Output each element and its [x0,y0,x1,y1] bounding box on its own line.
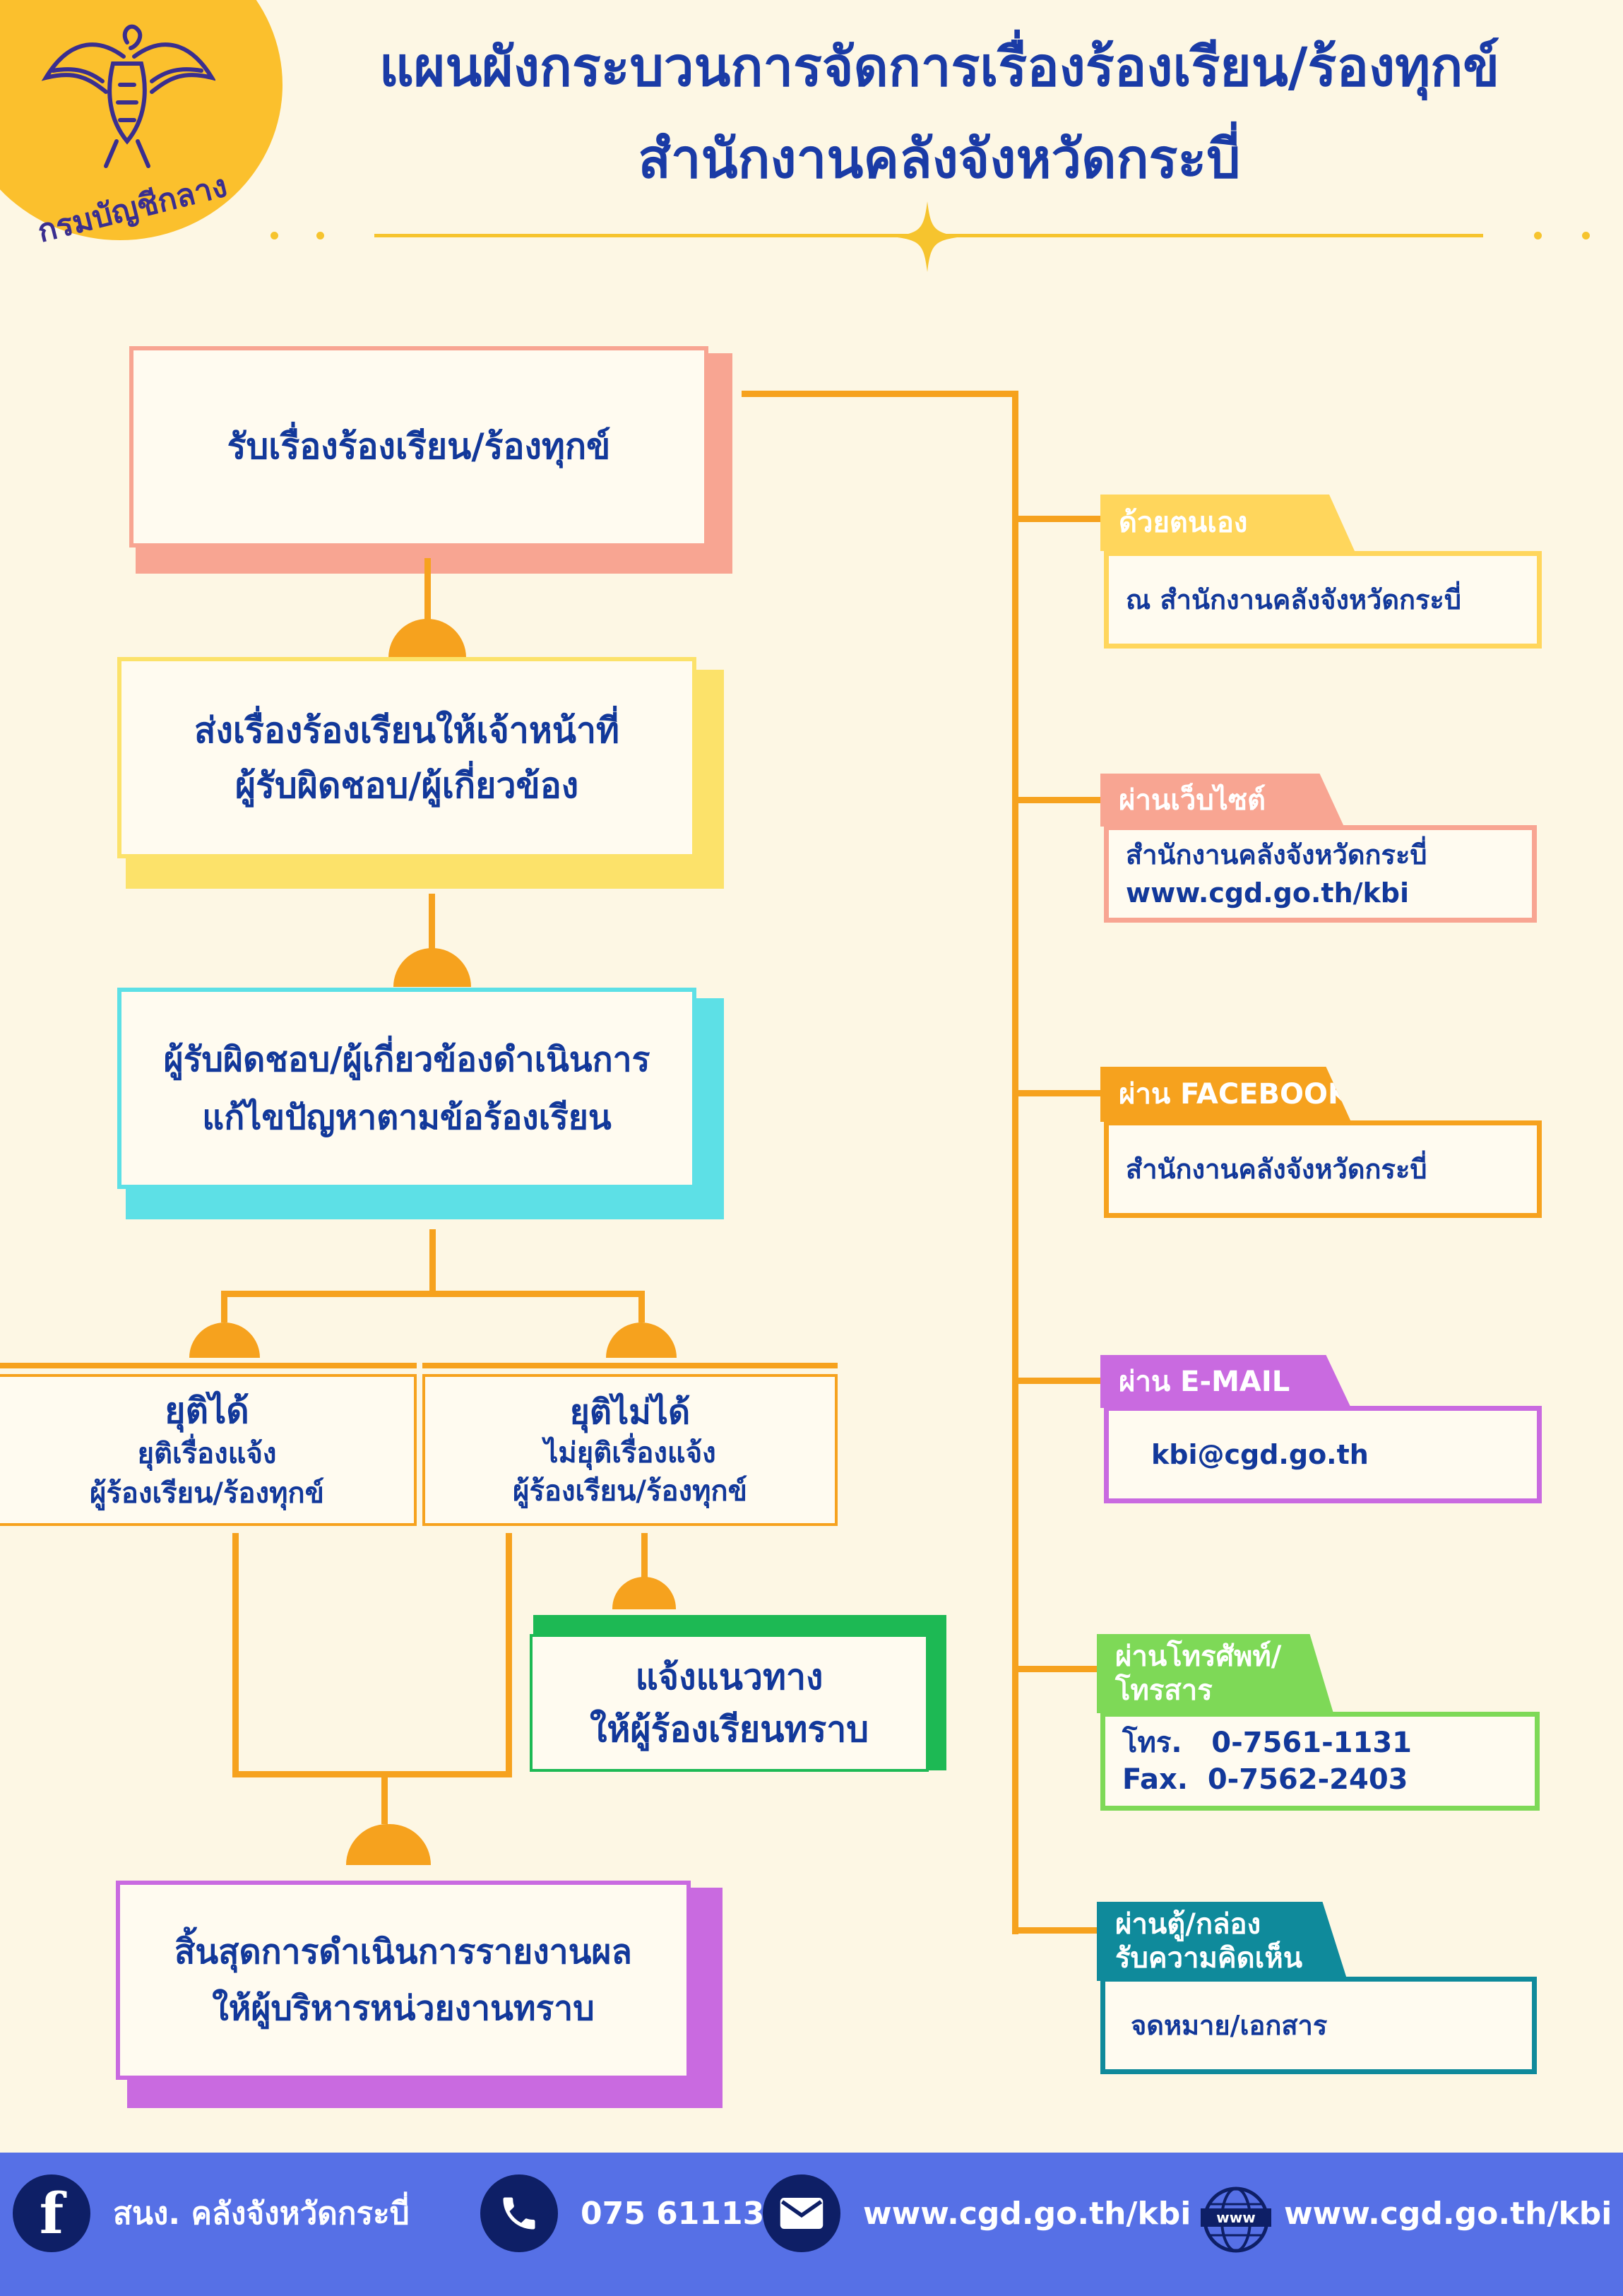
resolved-title: ยุติได้ [165,1390,249,1431]
connector-3-branch [429,1229,436,1296]
step-resolve-line2: แก้ไขปัญหาตามข้อร้องเรียน [202,1097,612,1137]
outcome-unresolved: ยุติไม่ได้ ไม่ยุติเรื่องแจ้ง ผู้ร้องเรีย… [422,1374,838,1526]
channel-facebook-tag-label: ผ่าน FACEBOOK [1119,1078,1350,1111]
connector-dome [388,619,466,658]
channel-website-tag-label: ผ่านเว็บไซต์ [1119,783,1266,817]
channel-website-tag: ผ่านเว็บไซต์ [1100,774,1344,827]
channel-box-tag-line1: ผ่านตู้/กล่อง [1115,1908,1261,1941]
step-guidance: แจ้งแนวทาง ให้ผู้ร้องเรียนทราบ [530,1634,929,1772]
merge-line [232,1771,512,1777]
step-forward-complaint: ส่งเรื่องร้องเรียนให้เจ้าหน้าที่ ผู้รับผ… [117,657,696,858]
page-title: แผนผังกระบวนการจัดการเรื่องร้องเรียน/ร้อ… [379,35,1500,98]
connector-1-2 [424,558,431,629]
channel-phone-line2: Fax. 0-7562-2403 [1122,1763,1408,1796]
sparkle-icon [892,201,963,272]
final-line2: ให้ผู้บริหารหน่วยงานทราบ [212,1989,595,2028]
step-forward-line1: ส่งเรื่องร้องเรียนให้เจ้าหน้าที่ [194,709,620,751]
channel-box-tag-line2: รับความคิดเห็น [1115,1942,1303,1975]
channel-spine [1012,391,1018,1934]
channel-email-box: kbi@cgd.go.th [1104,1406,1542,1503]
divider-dot [270,232,278,239]
resolved-line1: ยุติเรื่องแจ้ง [137,1437,277,1470]
channel-branch [1012,1090,1104,1096]
channel-phone-tag-line2: โทรสาร [1115,1674,1213,1707]
channel-facebook-tag: ผ่าน FACEBOOK [1100,1067,1351,1122]
channel-branch [1012,1378,1104,1384]
footer-web-label[interactable]: www.cgd.go.th/kbi [1284,2196,1612,2232]
connector-dome [393,948,471,987]
connector-dome [606,1322,677,1358]
step-resolve-line1: ผู้รับผิดชอบ/ผู้เกี่ยวข้องดำเนินการ [163,1039,650,1079]
page-subtitle: สำนักงานคลังจังหวัดกระบี่ [638,127,1241,190]
channel-website-box: สำนักงานคลังจังหวัดกระบี่ www.cgd.go.th/… [1104,825,1537,923]
channel-branch [1012,1666,1097,1672]
step-final-report: สิ้นสุดการดำเนินการรายงานผล ให้ผู้บริหาร… [116,1881,691,2080]
channel-feed-line [742,391,1018,397]
resolved-line2: ผู้ร้องเรียน/ร้องทุกข์ [90,1477,324,1510]
resolved-down [232,1533,239,1777]
footer-facebook-label[interactable]: สนง. คลังจังหวัดกระบี่ [113,2196,410,2232]
unresolved-down [506,1533,512,1777]
unresolved-to-guidance [641,1533,648,1579]
mail-icon[interactable] [763,2174,840,2252]
channel-phone-line1: โทร. 0-7561-1131 [1122,1727,1412,1759]
connector-2-3 [429,894,435,957]
channel-branch [1012,516,1104,522]
globe-icon[interactable]: www [1201,2184,1271,2255]
branch-left [221,1291,227,1322]
connector-dome [346,1824,431,1865]
outcome-resolved: ยุติได้ ยุติเรื่องแจ้ง ผู้ร้องเรียน/ร้อง… [0,1374,417,1526]
channel-walkin-tag-label: ด้วยตนเอง [1119,507,1248,539]
connector-dome [612,1577,676,1609]
connector-dome [189,1322,260,1358]
channel-walkin-tag: ด้วยตนเอง [1100,495,1355,551]
divider-dot [316,232,324,239]
divider-dot [1582,232,1590,239]
guidance-line1: แจ้งแนวทาง [635,1656,824,1698]
channel-email-line1: kbi@cgd.go.th [1151,1439,1369,1470]
unresolved-line2: ผู้ร้องเรียน/ร้องทุกข์ [513,1474,747,1508]
channel-box-tag: ผ่านตู้/กล่อง รับความคิดเห็น [1097,1902,1348,1981]
channel-branch [1012,797,1104,803]
footer-email-label[interactable]: www.cgd.go.th/kbi [863,2196,1191,2232]
unresolved-title: ยุติไม่ได้ [569,1392,691,1432]
channel-box-box: จดหมาย/เอกสาร [1100,1977,1537,2074]
unresolved-line1: ไม่ยุติเรื่องแจ้ง [544,1436,716,1469]
channel-phone-tag-line1: ผ่านโทรศัพท์/ [1115,1640,1282,1673]
step-resolve-issue: ผู้รับผิดชอบ/ผู้เกี่ยวข้องดำเนินการ แก้ไ… [117,988,696,1189]
guidance-line2: ให้ผู้ร้องเรียนทราบ [589,1708,869,1750]
step-receive-complaint: รับเรื่องร้องเรียน/ร้องทุกข์ [129,346,708,548]
final-line1: สิ้นสุดการดำเนินการรายงานผล [174,1932,632,1972]
divider-dot [1534,232,1542,239]
channel-website-line2: www.cgd.go.th/kbi [1126,877,1410,909]
globe-icon-text: www [1201,2208,1271,2227]
facebook-icon[interactable]: f [13,2174,90,2252]
channel-email-tag: ผ่าน E-MAIL [1100,1355,1351,1408]
branch-right [638,1291,645,1322]
channel-facebook-box: สำนักงานคลังจังหวัดกระบี่ [1104,1120,1542,1218]
step-receive-label: รับเรื่องร้องเรียน/ร้องทุกข์ [227,426,611,467]
unresolved-topbar [422,1363,838,1368]
phone-icon[interactable] [480,2174,558,2252]
channel-walkin-box: ณ สำนักงานคลังจังหวัดกระบี่ [1104,551,1542,649]
resolved-topbar [0,1363,417,1368]
channel-walkin-line1: ณ สำนักงานคลังจังหวัดกระบี่ [1126,584,1461,615]
channel-branch [1012,1927,1097,1934]
merge-down [381,1771,388,1824]
channel-box-line1: จดหมาย/เอกสาร [1131,2010,1328,2041]
channel-facebook-line1: สำนักงานคลังจังหวัดกระบี่ [1126,1154,1427,1185]
channel-website-line1: สำนักงานคลังจังหวัดกระบี่ [1126,839,1427,870]
step-forward-line2: ผู้รับผิดชอบ/ผู้เกี่ยวข้อง [234,764,579,806]
branch-line [221,1291,645,1297]
channel-phone-tag: ผ่านโทรศัพท์/ โทรสาร [1097,1634,1333,1713]
channel-email-tag-label: ผ่าน E-MAIL [1119,1365,1290,1398]
channel-phone-box: โทร. 0-7561-1131 Fax. 0-7562-2403 [1100,1712,1540,1811]
garuda-emblem-icon [41,24,215,168]
footer-phone-label[interactable]: 075 611131 [581,2196,786,2232]
